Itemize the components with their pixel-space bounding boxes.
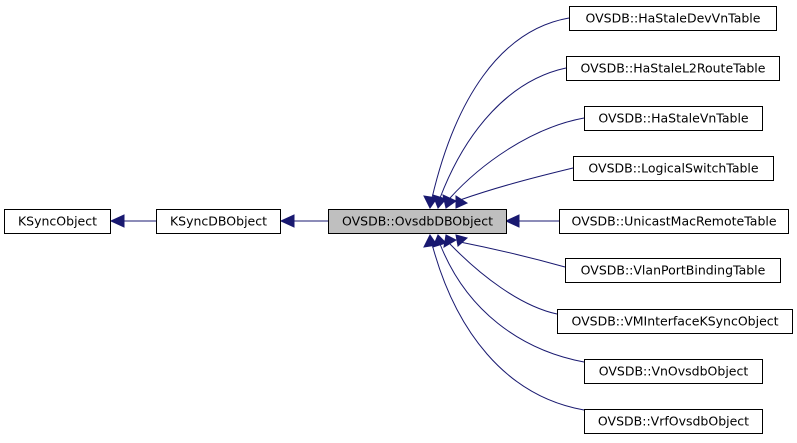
node-ksyncobject[interactable]: KSyncObject [4,209,111,234]
node-label: OVSDB::HaStaleDevVnTable [586,11,761,26]
edge-vnovsdbobject [439,243,585,363]
edge-hastaledevvntable [431,17,570,199]
node-label: OVSDB::UnicastMacRemoteTable [571,214,776,229]
node-unicastmacremotetable[interactable]: OVSDB::UnicastMacRemoteTable [559,209,789,234]
node-vrfovsdbobject[interactable]: OVSDB::VrfOvsdbObject [584,409,763,434]
node-label: KSyncDBObject [170,214,267,229]
node-logicalswitchtable[interactable]: OVSDB::LogicalSwitchTable [573,156,774,181]
arrowhead-top-4 [455,195,469,209]
node-label: OVSDB::HaStaleL2RouteTable [581,61,766,76]
node-hastaledevvntable[interactable]: OVSDB::HaStaleDevVnTable [569,6,777,31]
node-label: OVSDB::VlanPortBindingTable [581,263,766,278]
node-vlanportbindingtable[interactable]: OVSDB::VlanPortBindingTable [565,258,781,283]
edge-hastalel2routetable [439,67,567,199]
arrowhead-unicast [504,214,520,228]
node-label: OVSDB::VMInterfaceKSyncObject [571,314,778,329]
edges [109,17,585,411]
edge-vlanportbindingtable [459,241,566,268]
node-label: OVSDB::LogicalSwitchTable [588,161,758,176]
arrowhead-top-3 [442,194,457,209]
node-label: OVSDB::HaStaleVnTable [598,111,749,126]
arrowhead-top-1 [423,195,438,209]
arrowhead-top-2 [432,194,447,209]
node-hastalel2routetable[interactable]: OVSDB::HaStaleL2RouteTable [566,56,780,81]
edge-vminterfaceksyncobject [449,243,558,315]
node-vnovsdbobject[interactable]: OVSDB::VnOvsdbObject [584,359,763,384]
edge-vrfovsdbobject [431,243,585,411]
arrowhead-ksyncdbobject [279,214,295,228]
edge-hastalevntable [449,117,585,199]
node-label: OVSDB::VrfOvsdbObject [598,414,749,429]
node-ovsdbdbobject[interactable]: OVSDB::OvsdbDBObject [328,209,507,234]
node-ksyncdbobject[interactable]: KSyncDBObject [156,209,281,234]
arrowhead-bottom-1 [455,234,469,247]
arrowhead-bottom-2 [443,234,458,248]
node-label: OVSDB::OvsdbDBObject [342,214,493,229]
node-hastalevntable[interactable]: OVSDB::HaStaleVnTable [584,106,763,131]
node-vminterfaceksyncobject[interactable]: OVSDB::VMInterfaceKSyncObject [557,309,793,334]
node-label: KSyncObject [18,214,97,229]
arrowhead-ksyncobject [109,214,125,228]
edge-logicalswitchtable [459,167,574,201]
node-label: OVSDB::VnOvsdbObject [599,364,749,379]
arrowhead-bottom-4 [423,234,438,248]
